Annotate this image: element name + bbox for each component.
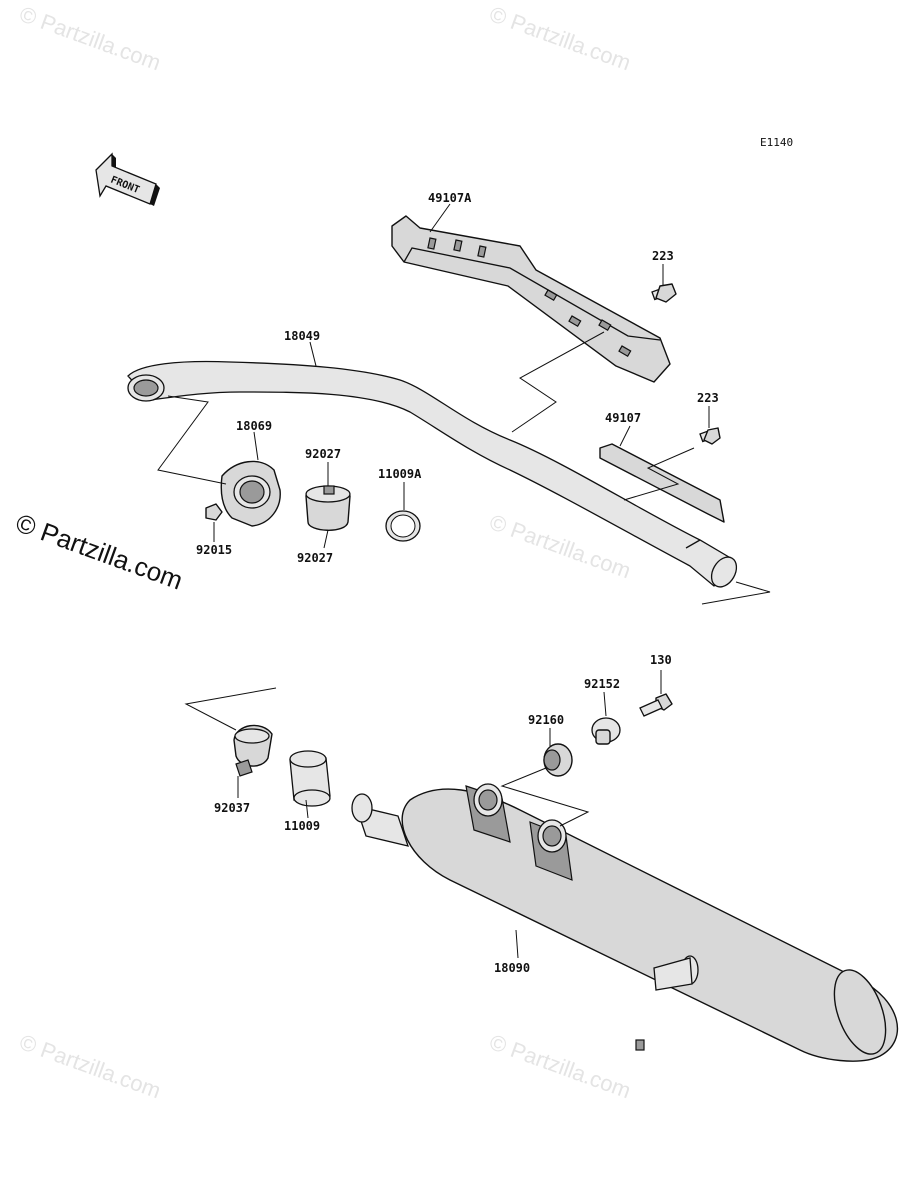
label-92152[interactable]: 92152 [584,677,620,691]
watermark-bottom-right: © Partzilla.com [486,1029,634,1103]
label-18090[interactable]: 18090 [494,961,530,975]
flange-18069 [220,460,281,527]
label-11009[interactable]: 11009 [284,819,320,833]
label-92160[interactable]: 92160 [528,713,564,727]
label-18069[interactable]: 18069 [236,419,272,433]
label-92027-bottom[interactable]: 92027 [297,551,333,565]
watermark-top-left: © Partzilla.com [16,1,164,75]
label-49107a[interactable]: 49107A [428,191,472,205]
muffler-18090 [351,783,899,1062]
diagram-code: E1140 [760,136,793,149]
leader-lines [157,203,771,959]
label-49107[interactable]: 49107 [605,411,641,425]
collar-92152 [591,717,621,745]
heat-guard-49107 [599,443,725,523]
clamp-92027 [305,485,351,531]
gasket-11009 [289,750,331,807]
bolt-130 [639,693,673,717]
label-92027-top[interactable]: 92027 [305,447,341,461]
label-223-mid[interactable]: 223 [697,391,719,405]
exhaust-pipe-18049 [127,360,738,588]
gasket-11009a [385,510,421,542]
heat-guard-49107a [391,215,671,383]
label-11009a[interactable]: 11009A [378,467,422,481]
watermark-partzilla-main: © Partzilla.com [12,507,187,595]
label-223-top[interactable]: 223 [652,249,674,263]
clamp-92037 [233,724,273,777]
label-18049[interactable]: 18049 [284,329,320,343]
watermark-bottom-left: © Partzilla.com [16,1029,164,1103]
part-labels: 49107A 223 18049 223 49107 18069 92027 1… [196,191,719,975]
watermark-top-right: © Partzilla.com [486,1,634,75]
label-92037[interactable]: 92037 [214,801,250,815]
nut-92015 [205,503,223,521]
grommet-92160 [543,743,573,777]
front-arrow-icon: FRONT [95,152,160,206]
label-130[interactable]: 130 [650,653,672,667]
label-92015[interactable]: 92015 [196,543,232,557]
bolt-223-top [651,283,677,303]
bolt-223-mid [699,427,721,445]
